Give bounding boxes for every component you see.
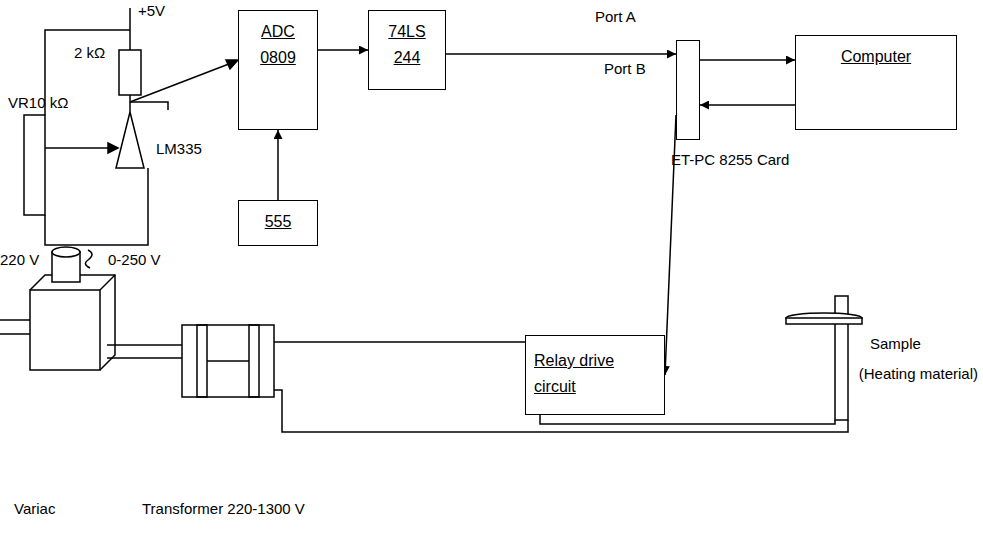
transformer-core (249, 325, 259, 397)
variac-body (30, 275, 115, 370)
box-text: 555 (265, 209, 292, 235)
voltage-label: 220 V (0, 251, 39, 269)
connector-arrow (446, 53, 676, 55)
wire (0, 319, 30, 321)
part-label: LM335 (156, 140, 202, 158)
wire (45, 168, 148, 245)
wire (129, 95, 131, 112)
wire (129, 8, 131, 50)
resistor-symbol (119, 50, 141, 95)
voltage-label: 0-250 V (108, 251, 161, 269)
transformer-core (207, 360, 249, 362)
relay-box: Relay drive circuit (525, 335, 665, 415)
part-label: Transformer 220-1300 V (142, 500, 305, 518)
port-label: Port A (595, 8, 636, 26)
connector-arrow (700, 104, 795, 106)
connector-arrow (700, 59, 795, 61)
card-label: ET-PC 8255 Card (671, 147, 789, 173)
wire (274, 341, 525, 343)
value-label: 2 kΩ (74, 44, 105, 62)
timer-box: 555 (238, 200, 318, 246)
box-text: Computer (841, 44, 911, 70)
arrowhead (108, 143, 118, 153)
wire (107, 357, 182, 359)
port-label: Port B (604, 60, 646, 78)
sample-disk (786, 318, 862, 324)
box-text: 74LS 244 (382, 19, 432, 71)
part-label: (Heating material) (859, 365, 978, 383)
arrowhead (226, 60, 238, 69)
connector-arrow (318, 49, 368, 51)
variac-body (30, 290, 100, 370)
sample-disk (786, 313, 862, 323)
wire (107, 344, 182, 346)
wire (0, 333, 30, 335)
lm335-symbol (116, 112, 144, 168)
transformer-core (197, 325, 207, 397)
box-text: Relay drive circuit (534, 348, 634, 400)
part-label: Sample (870, 335, 921, 353)
potentiometer-symbol (24, 115, 45, 215)
transformer-symbol (182, 325, 274, 397)
part-label: Variac (14, 500, 55, 518)
connector-arrow (277, 130, 279, 200)
buffer-box: 74LS 244 (368, 10, 446, 90)
rotation-arrow (85, 250, 92, 268)
variac-body (100, 275, 115, 290)
box-text: ADC 0809 (253, 19, 303, 71)
adc-box: ADC 0809 (238, 10, 318, 130)
wire (130, 102, 168, 110)
interface-card: ET-PC 8255 Card (676, 40, 700, 140)
variac-knob (52, 247, 80, 257)
computer-box: Computer (795, 35, 957, 130)
supply-label: +5V (138, 2, 165, 20)
signal-wire (130, 62, 234, 102)
wire (540, 415, 835, 424)
wiper-wire (45, 147, 118, 149)
value-label: VR10 kΩ (8, 94, 68, 112)
